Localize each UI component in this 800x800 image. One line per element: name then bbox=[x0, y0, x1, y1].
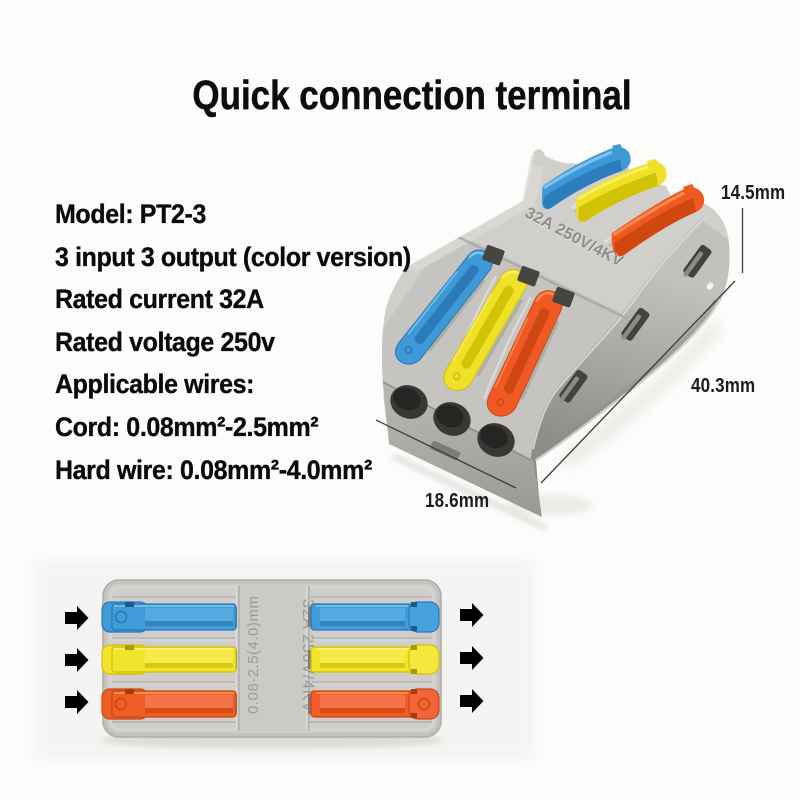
svg-text:0.08-2.5(4.0)mm: 0.08-2.5(4.0)mm bbox=[245, 596, 262, 714]
